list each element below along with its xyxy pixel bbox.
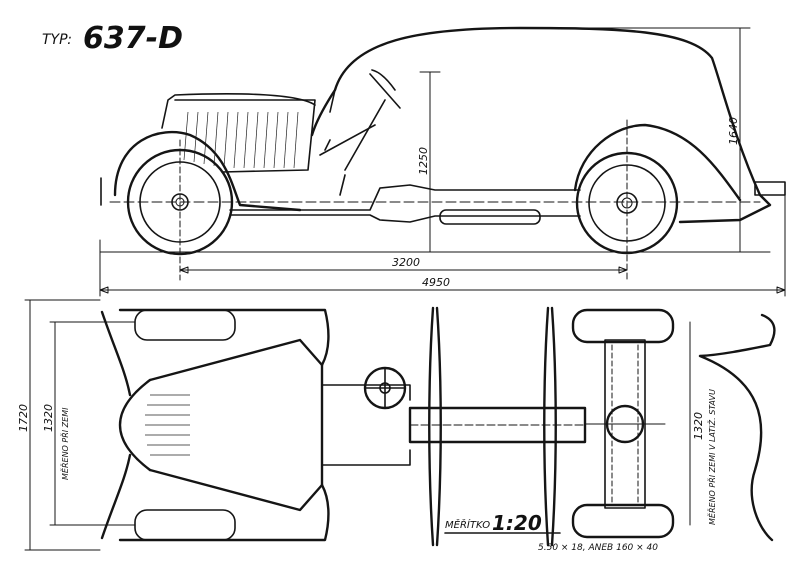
tire-size-note: 5.50 × 18, ANEB 160 × 40 — [538, 543, 658, 553]
rear-fender — [573, 123, 742, 202]
dim-track-front: 1320 — [42, 404, 55, 432]
front-right-wheel-plan — [543, 306, 550, 547]
body-outline — [310, 26, 772, 224]
dim-length: 4950 — [422, 276, 450, 289]
front-fender — [113, 130, 302, 212]
front-right-tire — [134, 509, 236, 541]
rear-bumper — [754, 181, 786, 196]
side-tank — [439, 209, 541, 225]
title-block: TYP: 637-D — [42, 21, 183, 56]
grille-plan — [118, 378, 152, 472]
rear-body-panel — [698, 313, 776, 542]
rear-right-tire-plan — [571, 503, 675, 539]
hood-vents — [183, 111, 299, 169]
scale-label: MĚŘÍTKO — [445, 518, 490, 531]
windshield — [161, 89, 336, 129]
title-prefix: TYP: — [42, 32, 72, 48]
dim-height-cabin: 1250 — [417, 147, 430, 175]
note-measured-ground-empty: MĚŘENO PŘI ZEMI V LATIŽ. STAVU — [706, 389, 717, 525]
dim-height-total: 1640 — [727, 117, 740, 145]
front-left-wheel-plan — [428, 306, 435, 547]
pedals — [319, 124, 376, 196]
dim-wheelbase: 3200 — [392, 256, 420, 269]
dim-width-total: 1720 — [17, 404, 30, 432]
hood — [174, 99, 316, 173]
scale-value: 1:20 — [492, 511, 542, 535]
grille-hatch — [145, 394, 190, 456]
hood-plan — [148, 338, 324, 512]
dim-track-rear: 1320 — [692, 412, 705, 440]
plan-view: 1720 1320 MĚŘENO PŘI ZEMI 1320 MĚŘENO PŘ… — [17, 299, 776, 551]
front-left-tire — [134, 309, 236, 341]
note-measured-ground: MĚŘENO PŘI ZEMI — [59, 407, 70, 480]
rear-left-tire-plan — [571, 308, 675, 344]
side-view: 1250 1640 3200 4950 — [99, 26, 786, 297]
steering-column — [344, 69, 401, 171]
chassis-frame — [229, 184, 581, 223]
scale-block: MĚŘÍTKO 1:20 — [444, 511, 561, 535]
model-number: 637-D — [83, 21, 183, 56]
front-bumper-plan — [100, 310, 132, 540]
frame-plan — [321, 384, 411, 466]
front-fenders-plan — [118, 308, 330, 542]
